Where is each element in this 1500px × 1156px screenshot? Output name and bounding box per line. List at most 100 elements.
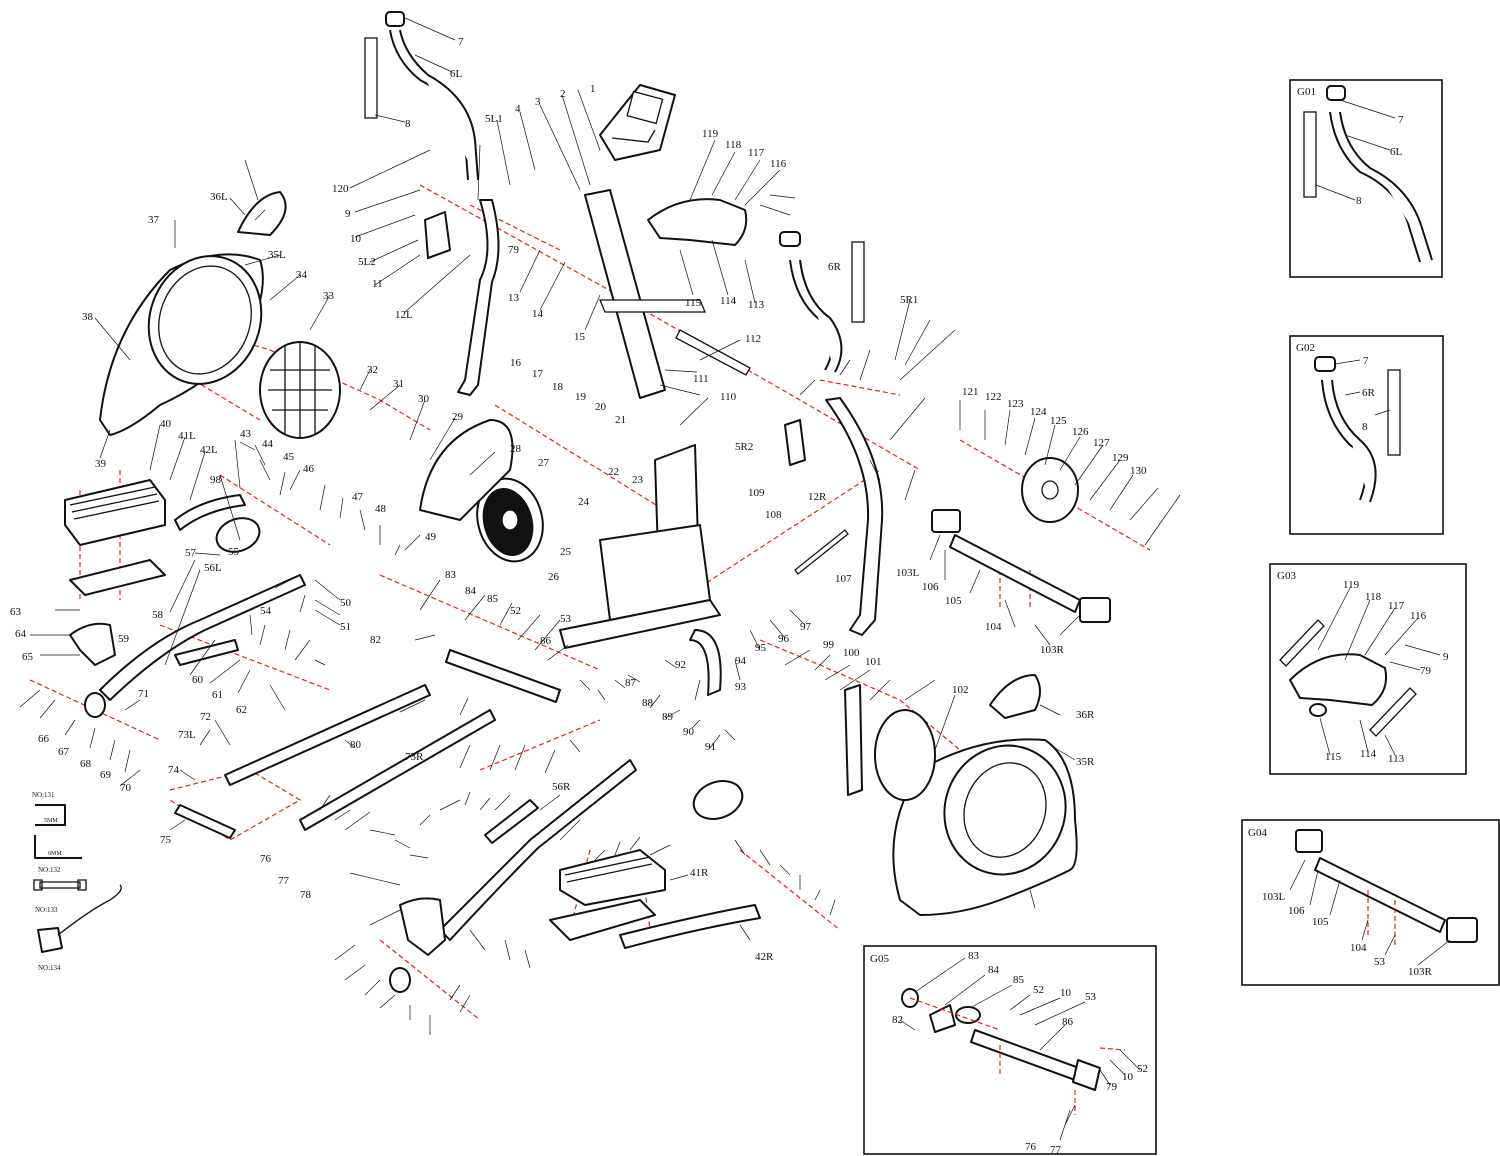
callout-111: 111 bbox=[693, 373, 709, 385]
inset-g02-7: 7 bbox=[1363, 355, 1369, 367]
inset-g04-106: 106 bbox=[1288, 905, 1305, 917]
callout-61: 61 bbox=[212, 689, 223, 701]
callout-18: 18 bbox=[552, 381, 564, 393]
callout-25: 25 bbox=[560, 546, 572, 558]
callout-116: 116 bbox=[770, 158, 787, 170]
callout-97: 97 bbox=[800, 621, 812, 633]
callout-5R1: 5R1 bbox=[900, 294, 918, 306]
callout-35L: 35L bbox=[268, 249, 286, 261]
callout-56L: 56L bbox=[204, 562, 222, 574]
callout-72: 72 bbox=[200, 711, 211, 723]
callout-93: 93 bbox=[735, 681, 747, 693]
callout-15: 15 bbox=[574, 331, 586, 343]
parts-artwork bbox=[64, 11, 1111, 993]
callout-12L: 12L bbox=[395, 309, 413, 321]
callout-6L: 6L bbox=[450, 68, 463, 80]
callout-38: 38 bbox=[82, 311, 94, 323]
inset-g02: G02 7 6R 8 bbox=[1289, 335, 1444, 535]
callout-43: 43 bbox=[240, 428, 252, 440]
inset-g04-103R: 103R bbox=[1408, 966, 1433, 978]
callout-30: 30 bbox=[418, 393, 430, 405]
callout-103L: 103L bbox=[896, 567, 920, 579]
inset-g04-105: 105 bbox=[1312, 916, 1329, 928]
hex-6mm-label: 6MM bbox=[48, 851, 62, 857]
callout-107: 107 bbox=[835, 573, 852, 585]
tool-133-label: NO:133 bbox=[35, 906, 58, 914]
callout-14: 14 bbox=[532, 308, 544, 320]
callout-62: 62 bbox=[236, 704, 247, 716]
callout-77: 77 bbox=[278, 875, 290, 887]
tools-legend: NO:131 5MM 6MM NO:132 NO:133 NO:134 bbox=[32, 791, 122, 972]
callout-70: 70 bbox=[120, 782, 132, 794]
callout-50: 50 bbox=[340, 597, 352, 609]
callout-17: 17 bbox=[532, 368, 544, 380]
callout-74: 74 bbox=[168, 764, 180, 776]
inset-g03-79: 79 bbox=[1420, 665, 1432, 677]
callout-98: 98 bbox=[210, 474, 222, 486]
inset-g03: G03 119 118 117 116 9 79 113 114 115 bbox=[1269, 563, 1467, 775]
callout-63: 63 bbox=[10, 606, 22, 618]
callout-92: 92 bbox=[675, 659, 686, 671]
inset-g05-86: 86 bbox=[1062, 1016, 1074, 1028]
callout-129: 129 bbox=[1112, 452, 1129, 464]
inset-g02-6R: 6R bbox=[1362, 387, 1376, 399]
callout-22: 22 bbox=[608, 466, 619, 478]
tool-134-label: NO:134 bbox=[38, 964, 61, 972]
inset-g05-52: 52 bbox=[1033, 984, 1044, 996]
callout-112: 112 bbox=[745, 333, 761, 345]
callout-2: 2 bbox=[560, 88, 566, 100]
callout-127: 127 bbox=[1093, 437, 1110, 449]
callout-35R: 35R bbox=[1076, 756, 1095, 768]
inset-g01-7: 7 bbox=[1398, 114, 1404, 126]
callout-57: 57 bbox=[185, 547, 197, 559]
callout-26: 26 bbox=[548, 571, 560, 583]
callout-113: 113 bbox=[748, 299, 765, 311]
callout-11: 11 bbox=[372, 278, 383, 290]
callout-68: 68 bbox=[80, 758, 92, 770]
callout-124: 124 bbox=[1030, 406, 1047, 418]
callout-73L: 73L bbox=[178, 729, 196, 741]
callout-19: 19 bbox=[575, 391, 587, 403]
callout-109: 109 bbox=[748, 487, 765, 499]
callout-118: 118 bbox=[725, 139, 742, 151]
callout-48: 48 bbox=[375, 503, 387, 515]
callout-69: 69 bbox=[100, 769, 112, 781]
callout-41R: 41R bbox=[690, 867, 709, 879]
console-part bbox=[599, 84, 676, 161]
inset-g01-8: 8 bbox=[1356, 195, 1362, 207]
inset-g03-116: 116 bbox=[1410, 610, 1427, 622]
callout-29: 29 bbox=[452, 411, 464, 423]
callout-83: 83 bbox=[445, 569, 457, 581]
callout-126: 126 bbox=[1072, 426, 1089, 438]
inset-g03-9: 9 bbox=[1443, 651, 1449, 663]
callout-36R: 36R bbox=[1076, 709, 1095, 721]
callout-52: 52 bbox=[510, 605, 521, 617]
inset-g05-79: 79 bbox=[1106, 1081, 1118, 1093]
callout-103R: 103R bbox=[1040, 644, 1065, 656]
callout-28: 28 bbox=[510, 443, 522, 455]
inset-g01-6L: 6L bbox=[1390, 146, 1403, 158]
callout-71: 71 bbox=[138, 688, 149, 700]
callout-3: 3 bbox=[535, 96, 541, 108]
callout-84: 84 bbox=[465, 585, 477, 597]
callout-67: 67 bbox=[58, 746, 70, 758]
inset-g02-title: G02 bbox=[1296, 342, 1315, 354]
callout-13: 13 bbox=[508, 292, 520, 304]
inset-g04-104: 104 bbox=[1350, 942, 1367, 954]
callout-91: 91 bbox=[705, 741, 716, 753]
callout-101: 101 bbox=[865, 656, 882, 668]
callout-78: 78 bbox=[300, 889, 312, 901]
callout-56R: 56R bbox=[552, 781, 571, 793]
inset-g05-84: 84 bbox=[988, 964, 1000, 976]
callout-5R2: 5R2 bbox=[735, 441, 753, 453]
inset-g05-85: 85 bbox=[1013, 974, 1025, 986]
callout-46: 46 bbox=[303, 463, 315, 475]
callout-87: 87 bbox=[625, 677, 637, 689]
callout-36L: 36L bbox=[210, 191, 228, 203]
callout-59: 59 bbox=[118, 633, 130, 645]
callout-34: 34 bbox=[296, 269, 308, 281]
callout-102: 102 bbox=[952, 684, 969, 696]
callout-79: 79 bbox=[508, 244, 520, 256]
inset-g05-76: 76 bbox=[1025, 1141, 1037, 1153]
callout-47: 47 bbox=[352, 491, 364, 503]
